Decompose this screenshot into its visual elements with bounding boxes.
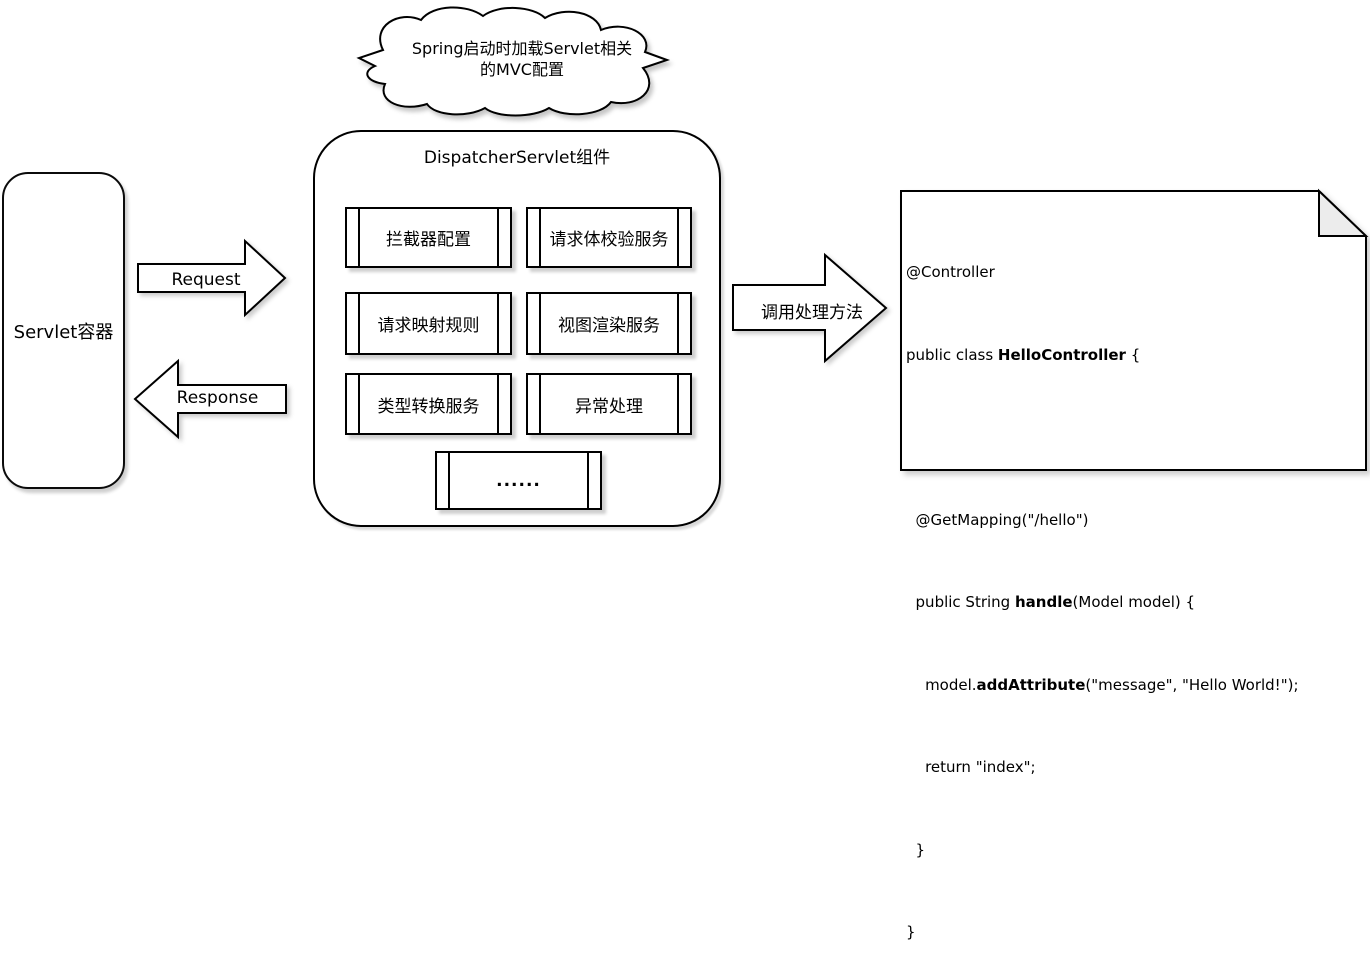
request-arrow-shape — [137, 238, 287, 318]
response-arrow — [133, 358, 287, 440]
code-line: public class HelloController { — [906, 345, 1141, 364]
component-label: 异常处理 — [575, 396, 643, 417]
cloud-shape — [356, 6, 671, 117]
code-line: return "index"; — [906, 758, 1036, 776]
servlet-container-label: Servlet容器 — [13, 321, 114, 343]
code-line: } — [906, 840, 926, 859]
invoke-handler-arrow-shape — [732, 252, 888, 364]
component-label: 请求映射规则 — [377, 316, 480, 336]
code-block: @Controller public class HelloController… — [906, 204, 1362, 974]
component-box-type-conversion: 类型转换服务 — [345, 373, 512, 435]
invoke-handler-arrow — [732, 252, 888, 364]
servlet-container-shape: Servlet容器 — [2, 172, 125, 489]
cloud-text-line2: 的MVC配置 — [480, 60, 564, 79]
component-box-exception-handling: 异常处理 — [526, 373, 692, 435]
response-arrow-shape — [133, 358, 287, 440]
request-arrow — [137, 238, 287, 318]
response-arrow-label: Response — [176, 388, 259, 408]
invoke-handler-arrow-label: 调用处理方法 — [761, 303, 863, 323]
component-box-view-rendering: 视图渲染服务 — [526, 292, 692, 355]
code-line — [906, 424, 1362, 452]
code-line: public String handle(Model model) { — [906, 593, 1196, 611]
cloud-text-line1: Spring启动时加载Servlet相关 — [411, 39, 633, 58]
component-label: 视图渲染服务 — [558, 316, 660, 336]
cloud-callout — [356, 6, 671, 117]
component-label: 类型转换服务 — [377, 396, 480, 417]
component-box-more: ...... — [435, 451, 602, 510]
component-label: ...... — [496, 470, 541, 491]
component-label: 请求体校验服务 — [549, 230, 669, 250]
component-box-interceptor-config: 拦截器配置 — [345, 207, 512, 268]
code-line: } — [906, 923, 916, 941]
cloud-text: Spring启动时加载Servlet相关的MVC配置 — [372, 38, 672, 80]
code-note — [900, 188, 1369, 471]
code-line: @GetMapping("/hello") — [906, 510, 1089, 529]
code-line: @Controller — [906, 263, 995, 281]
component-label: 拦截器配置 — [386, 230, 471, 250]
folded-corner-icon — [1318, 188, 1369, 237]
component-box-request-mapping-rules: 请求映射规则 — [345, 292, 512, 355]
request-arrow-label: Request — [171, 270, 241, 290]
code-note-outline — [900, 190, 1367, 471]
component-box-request-body-validation: 请求体校验服务 — [526, 207, 692, 268]
dispatcher-servlet-title: DispatcherServlet组件 — [423, 148, 611, 168]
code-line: model.addAttribute("message", "Hello Wor… — [906, 675, 1299, 694]
